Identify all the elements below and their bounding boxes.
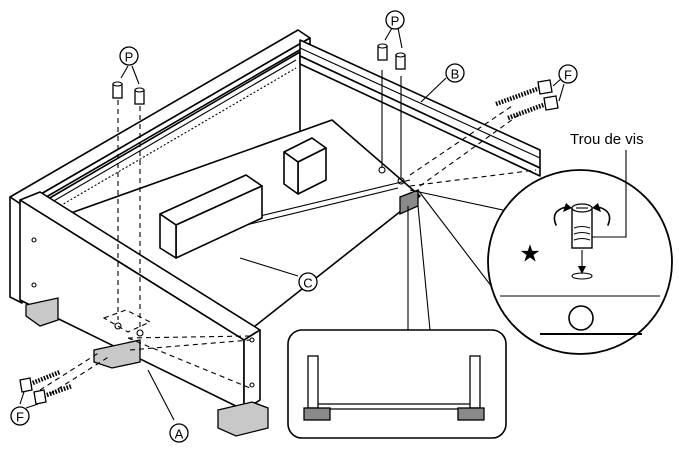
label-f-right: F	[558, 64, 578, 84]
svg-text:F: F	[564, 68, 572, 83]
assembly-guides	[39, 70, 537, 395]
side-panel-b	[299, 39, 541, 177]
board-component-small	[283, 137, 327, 195]
svg-text:C: C	[303, 276, 312, 291]
svg-text:B: B	[451, 67, 460, 82]
side-panel-a	[19, 191, 261, 411]
label-b: B	[445, 63, 465, 83]
label-p-left: P	[119, 46, 139, 66]
standoffs-right	[114, 27, 406, 337]
screws-left	[19, 369, 73, 409]
feet	[25, 189, 419, 437]
label-a: A	[169, 423, 189, 443]
leader-lines	[147, 77, 447, 421]
cross-section-inset	[287, 205, 507, 439]
standoffs-left	[112, 65, 145, 105]
magnified-detail: ★	[409, 150, 673, 355]
svg-text:A: A	[175, 427, 184, 442]
svg-text:P: P	[391, 14, 400, 29]
label-f-left: F	[10, 406, 30, 426]
star-symbol: ★	[519, 241, 541, 268]
label-p-right: P	[385, 10, 405, 30]
svg-text:P: P	[125, 50, 134, 65]
svg-text:F: F	[16, 410, 24, 425]
screw-hole-caption: Trou de vis	[570, 131, 644, 148]
board-component-large	[159, 174, 263, 259]
label-c: C	[298, 272, 318, 292]
screws-right	[495, 77, 565, 121]
